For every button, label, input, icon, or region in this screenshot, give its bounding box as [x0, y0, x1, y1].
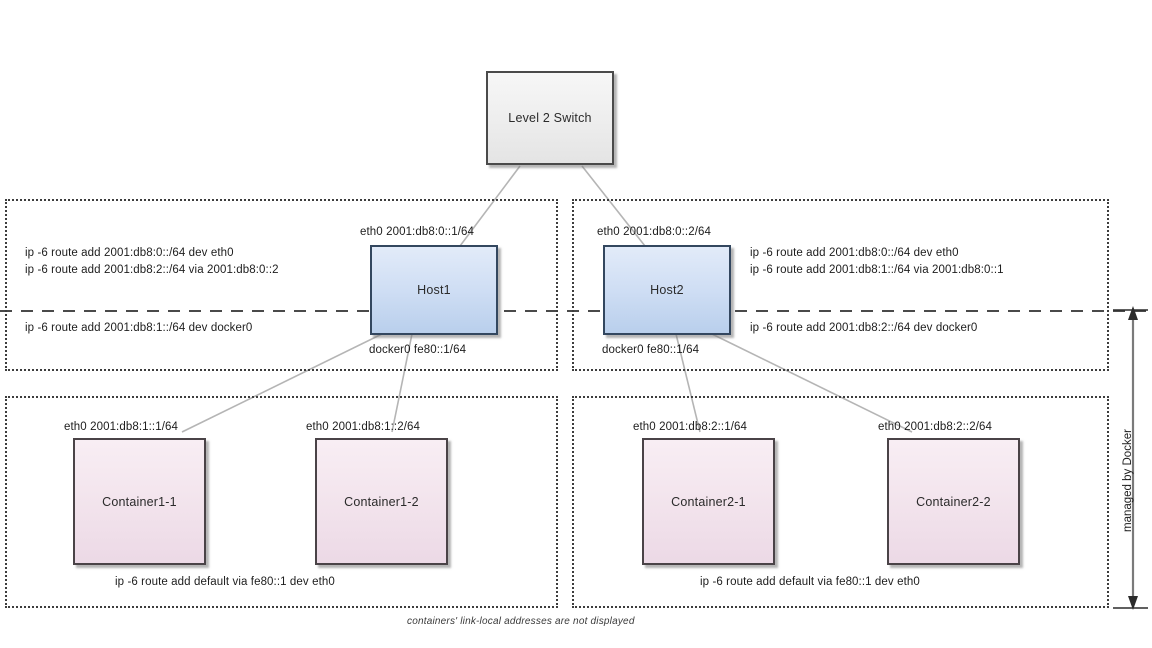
- host1-route-eth0-2: ip -6 route add 2001:db8:2::/64 via 2001…: [25, 264, 279, 276]
- node-container1-2[interactable]: Container1-2: [315, 438, 448, 565]
- host2-docker0-label: docker0 fe80::1/64: [602, 344, 700, 356]
- host1-route-eth0-1: ip -6 route add 2001:db8:0::/64 dev eth0: [25, 247, 234, 259]
- node-label-host1: Host1: [417, 283, 451, 297]
- node-label-host2: Host2: [650, 283, 684, 297]
- node-host2[interactable]: Host2: [603, 245, 731, 335]
- diagram-footnote-caption: containers' link-local addresses are not…: [407, 616, 635, 627]
- node-container2-2[interactable]: Container2-2: [887, 438, 1020, 565]
- container2-1-eth0-label: eth0 2001:db8:2::1/64: [633, 421, 748, 433]
- node-level2-switch[interactable]: Level 2 Switch: [486, 71, 614, 165]
- node-container2-1[interactable]: Container2-1: [642, 438, 775, 565]
- container-group-1-boundary: [5, 396, 558, 608]
- container-group-2-route-label: ip -6 route add default via fe80::1 dev …: [700, 576, 920, 588]
- host2-route-eth0-2: ip -6 route add 2001:db8:1::/64 via 2001…: [750, 264, 1004, 276]
- host1-route-docker0-1: ip -6 route add 2001:db8:1::/64 dev dock…: [25, 322, 253, 334]
- managed-by-docker-arrow-head-top: [1128, 306, 1138, 320]
- container2-2-eth0-label: eth0 2001:db8:2::2/64: [878, 421, 993, 433]
- container1-2-eth0-label: eth0 2001:db8:1::2/64: [306, 421, 421, 433]
- node-container1-1[interactable]: Container1-1: [73, 438, 206, 565]
- host2-route-docker0-1: ip -6 route add 2001:db8:2::/64 dev dock…: [750, 322, 978, 334]
- host1-group-boundary: [5, 199, 558, 371]
- managed-by-docker-label: managed by Docker: [1122, 429, 1134, 532]
- node-label-switch: Level 2 Switch: [508, 111, 592, 125]
- container1-1-eth0-label: eth0 2001:db8:1::1/64: [64, 421, 179, 433]
- host2-eth0-label: eth0 2001:db8:0::2/64: [597, 226, 712, 238]
- managed-by-docker-arrow-head-bottom: [1128, 596, 1138, 610]
- container-group-1-route-label: ip -6 route add default via fe80::1 dev …: [115, 576, 335, 588]
- host2-route-eth0-1: ip -6 route add 2001:db8:0::/64 dev eth0: [750, 247, 959, 259]
- host1-docker0-label: docker0 fe80::1/64: [369, 344, 467, 356]
- node-label-container2-2: Container2-2: [916, 494, 991, 509]
- host1-eth0-label: eth0 2001:db8:0::1/64: [360, 226, 475, 238]
- container-group-2-boundary: [572, 396, 1109, 608]
- node-label-container1-1: Container1-1: [102, 494, 177, 509]
- node-label-container1-2: Container1-2: [344, 494, 419, 509]
- host2-group-boundary: [572, 199, 1109, 371]
- node-label-container2-1: Container2-1: [671, 494, 746, 509]
- node-host1[interactable]: Host1: [370, 245, 498, 335]
